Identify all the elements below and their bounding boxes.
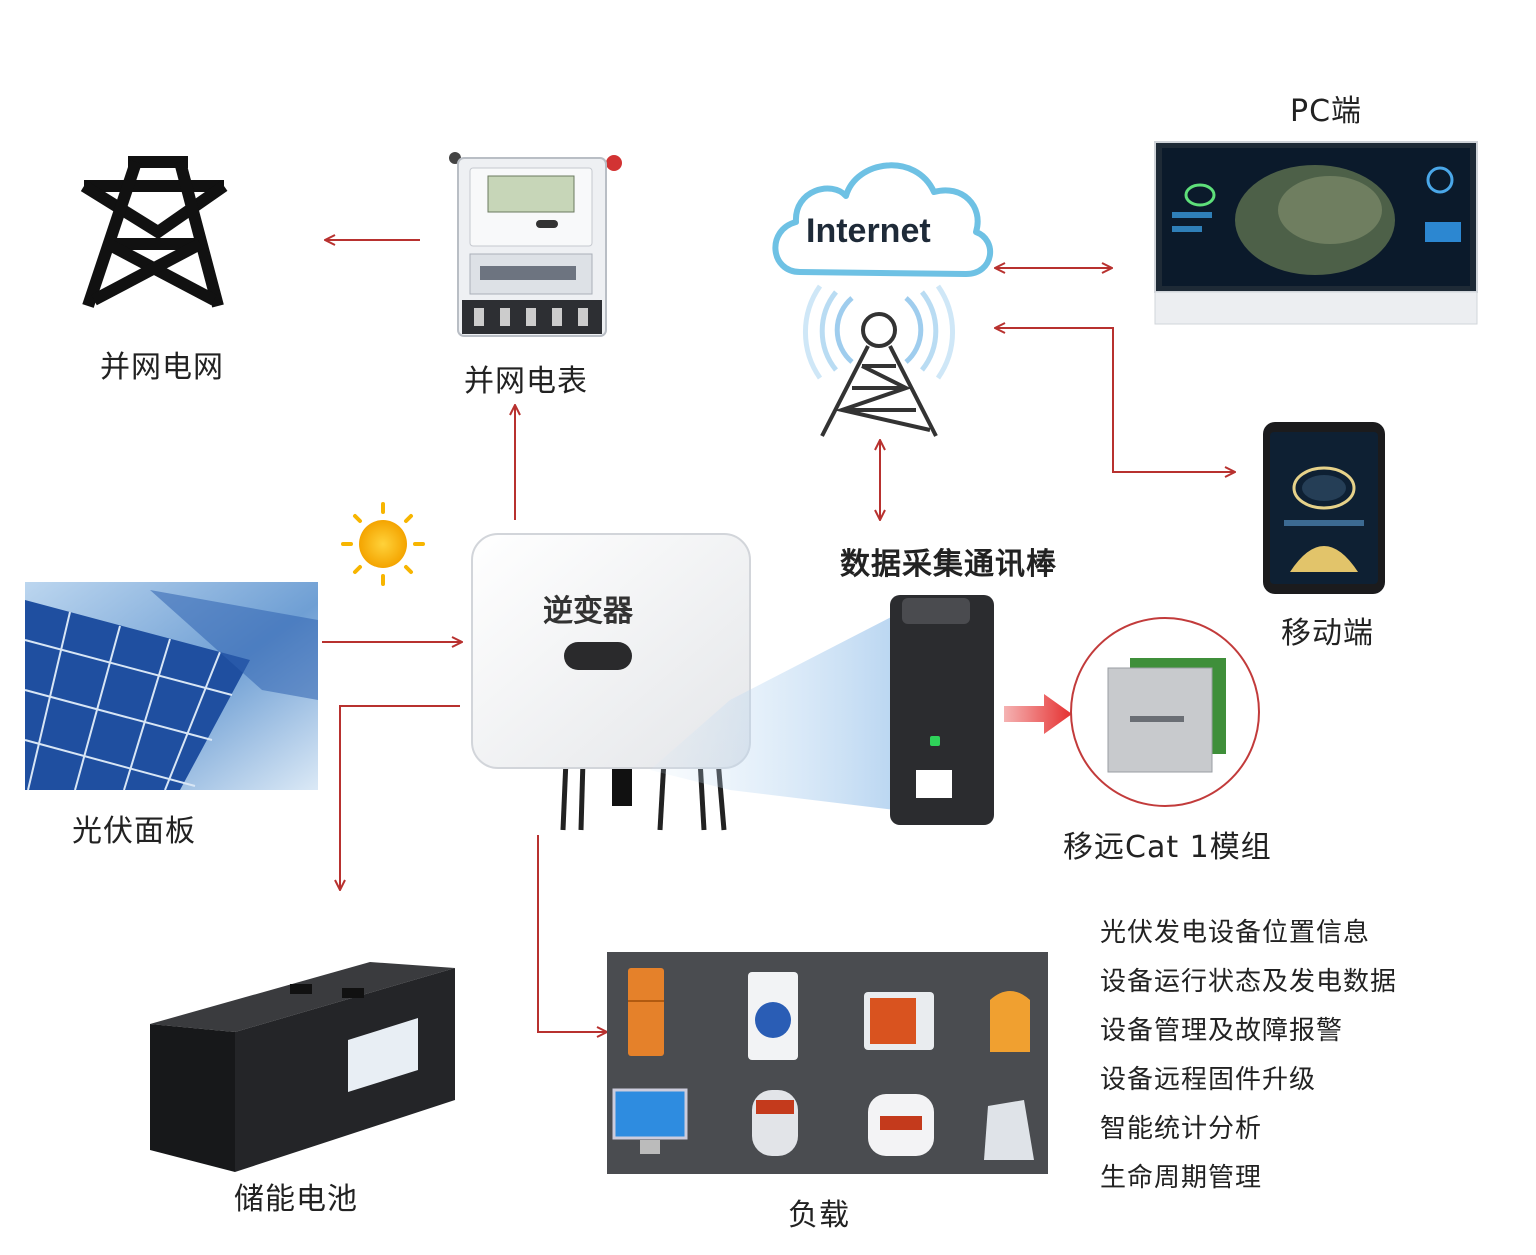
arrow-inverter-to-battery [340,705,460,890]
electric-meter-icon [449,152,622,337]
arrow-tower-mobile [995,328,1235,472]
module-pointer-arrow [1004,694,1072,734]
battery-label: 储能电池 [234,1182,358,1217]
signal-tower-icon [802,284,956,437]
inverter-title: 逆变器 [543,594,633,629]
meter-label: 并网电表 [464,364,588,399]
arrow-inverter-to-load [537,835,607,1032]
load-label: 负载 [788,1198,850,1233]
appliances-icon [607,952,1048,1174]
dongle-label: 数据采集通讯棒 [840,547,1057,582]
feature-item: 光伏发电设备位置信息 [1100,918,1371,948]
mobile-label: 移动端 [1281,616,1374,651]
monitor-icon [1154,141,1478,325]
feature-item: 设备管理及故障报警 [1100,1016,1344,1046]
solar-label: 光伏面板 [72,814,196,849]
module-label: 移远Cat 1模组 [1063,830,1272,865]
grid-label: 并网电网 [100,350,224,385]
phone-icon [1263,422,1385,594]
sun-icon [341,502,425,586]
inverter-icon [471,533,895,831]
internet-label: Internet [806,212,931,250]
battery-icon [150,962,455,1172]
feature-item: 生命周期管理 [1100,1163,1263,1193]
pc-label: PC端 [1290,94,1363,129]
usb-dongle-icon [890,595,994,825]
power-tower-icon [80,156,228,308]
feature-item: 设备远程固件升级 [1100,1065,1317,1095]
connector-arrows [322,240,1235,1032]
feature-item: 智能统计分析 [1100,1114,1263,1144]
cloud-icon [772,162,994,277]
chip-module-icon [1070,617,1260,807]
feature-item: 设备运行状态及发电数据 [1100,967,1398,997]
solar-panel-icon [24,582,318,791]
